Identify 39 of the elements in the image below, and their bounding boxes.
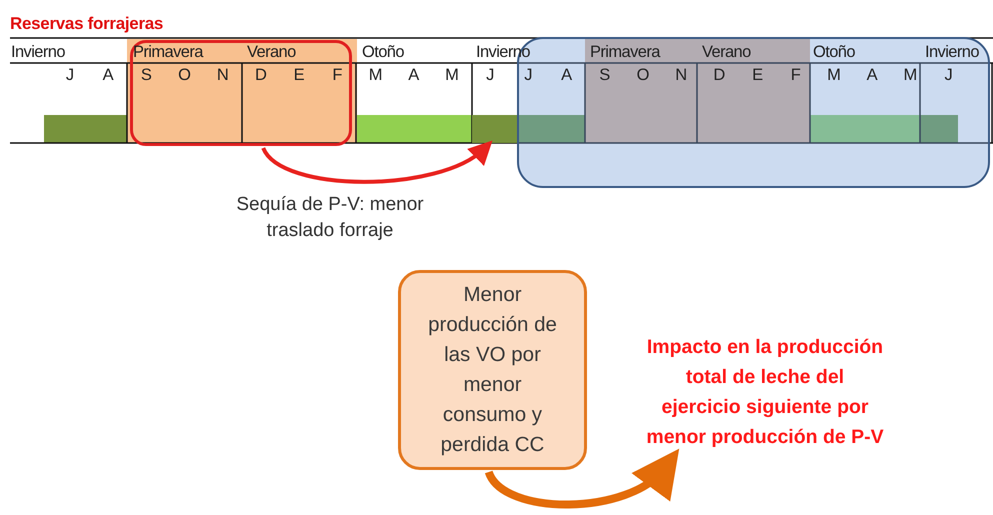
month-label: M	[444, 66, 460, 85]
season-label: Verano	[247, 43, 296, 62]
season-label: Otoño	[813, 43, 855, 62]
month-label: S	[140, 66, 153, 85]
month-label: O	[177, 66, 192, 85]
caption-text: Sequía de P-V: menor traslado forraje	[235, 193, 425, 243]
month-label: N	[674, 66, 688, 85]
month-label: J	[485, 66, 496, 85]
month-label: A	[407, 66, 420, 85]
month-label: J	[523, 66, 534, 85]
season-label: Otoño	[362, 43, 404, 62]
month-label: A	[102, 66, 115, 85]
process-box: Menor producción de las VO por menor consumo y perdida CC	[398, 270, 587, 470]
forage-bar	[472, 115, 517, 143]
season-label: Invierno	[11, 43, 65, 62]
month-label: D	[712, 66, 726, 85]
month-label: J	[64, 66, 76, 85]
result-text: Impacto en la producción total de leche del ejercicio siguiente por menor producción de P-V	[645, 312, 885, 472]
season-label: Primavera	[133, 43, 203, 62]
month-label: A	[560, 66, 574, 85]
season-label: Verano	[702, 43, 751, 62]
month-label: N	[216, 66, 230, 85]
month-label: A	[866, 66, 879, 85]
month-label: M	[902, 66, 918, 85]
season-label: Invierno	[925, 43, 979, 62]
chart-title: Reservas forrajeras	[10, 14, 164, 34]
curved-arrow	[262, 142, 494, 184]
month-label: J	[943, 66, 954, 85]
month-label: E	[292, 66, 306, 85]
month-label: O	[636, 66, 650, 85]
month-label: D	[254, 66, 268, 85]
season-label: Primavera	[590, 43, 660, 62]
month-label: M	[368, 66, 384, 85]
month-label: E	[751, 66, 764, 85]
month-label: F	[331, 66, 344, 85]
month-label: S	[598, 66, 612, 85]
curved-arrow	[485, 450, 682, 508]
month-label: F	[790, 66, 802, 85]
month-label: M	[826, 66, 842, 85]
